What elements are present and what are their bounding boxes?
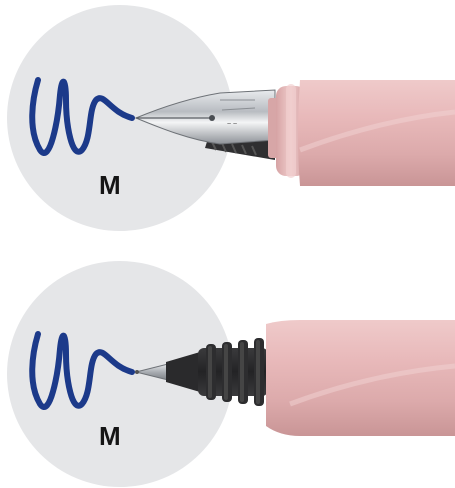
fountain-pen-illustration: ~ ~	[7, 5, 455, 231]
pen-barrel	[298, 80, 455, 186]
rollerball-illustration	[7, 261, 455, 487]
background-circle	[7, 5, 233, 231]
ink-scribble	[29, 77, 135, 156]
tip-size-label: M	[99, 421, 121, 451]
background-circle	[7, 261, 233, 487]
fountain-pen-panel: ~ ~ M	[7, 5, 455, 231]
ink-scribble	[29, 331, 135, 410]
rollerball-panel: M	[0, 244, 455, 488]
nib-size-label: M	[99, 170, 121, 200]
svg-text:~ ~: ~ ~	[227, 121, 237, 128]
pen-barrel	[266, 320, 455, 436]
ribbed-grip	[198, 338, 268, 406]
